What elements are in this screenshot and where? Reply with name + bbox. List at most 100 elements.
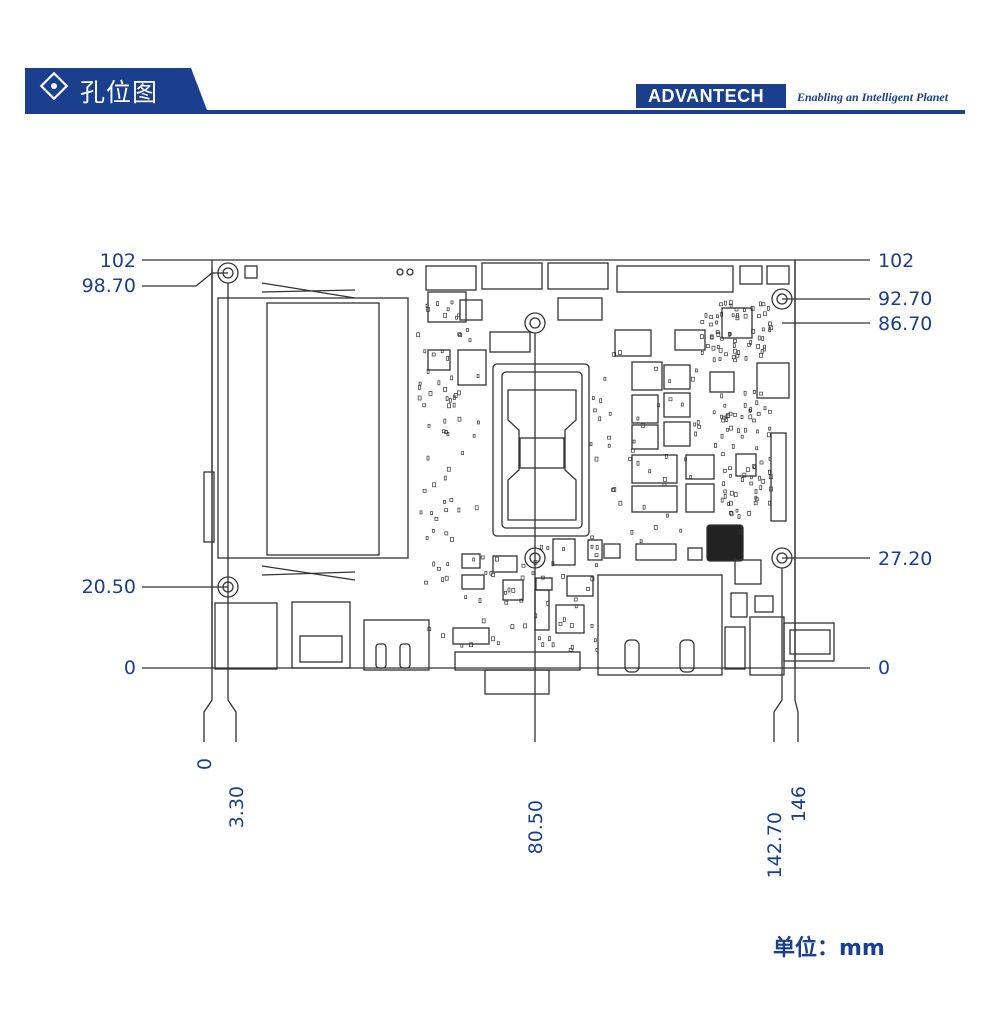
smd-pad (728, 411, 733, 416)
smd-pad (752, 418, 756, 423)
smd-pad (618, 500, 623, 506)
smd-pad (510, 624, 515, 629)
smd-pad (759, 391, 764, 396)
smd-pad (700, 334, 704, 340)
smd-pad (568, 648, 573, 652)
smd-pad (729, 511, 734, 517)
smd-pad (768, 327, 772, 333)
smd-pad (562, 547, 565, 551)
smd-pad (590, 544, 594, 549)
header-tab (25, 68, 207, 110)
smd-pad (432, 482, 436, 488)
smd-pad (446, 307, 450, 312)
smd-pad (752, 390, 756, 394)
smd-pad (716, 344, 720, 349)
smd-pad (684, 457, 687, 462)
smd-pad (457, 390, 461, 396)
smd-pad (595, 545, 599, 550)
smd-pad (757, 314, 761, 318)
smd-pad (598, 416, 602, 422)
smd-pad (714, 443, 717, 448)
smd-pad (425, 303, 429, 308)
smd-pad (733, 339, 737, 343)
smd-pad (441, 577, 444, 582)
smd-pad (521, 563, 526, 568)
smd-pad (735, 315, 740, 321)
smd-pad (464, 595, 467, 600)
smd-pad (443, 418, 447, 424)
smd-pad (540, 575, 545, 580)
smd-pad (425, 536, 429, 540)
smd-pad (726, 427, 729, 432)
smd-pad (720, 414, 723, 419)
smd-pad (450, 375, 453, 381)
smd-pad (422, 488, 427, 493)
smd-pad (531, 571, 535, 576)
smd-pad (593, 638, 597, 643)
smd-pad (729, 510, 733, 515)
smd-pad (722, 415, 726, 420)
smd-pad (448, 397, 452, 403)
smd-pad (768, 456, 772, 461)
smd-pad (732, 343, 736, 348)
smd-pad (666, 513, 669, 518)
smd-pad (749, 475, 753, 480)
smd-pad (662, 482, 667, 487)
smd-pad (443, 313, 447, 318)
smd-pad (758, 475, 761, 481)
smd-pad (507, 587, 511, 593)
brand-slogan: Enabling an Intelligent Planet (797, 90, 949, 104)
smd-pad (752, 464, 757, 469)
brand-logo-box (636, 84, 786, 108)
smd-pad (444, 575, 449, 581)
smd-pad (423, 349, 427, 354)
smd-pad (436, 301, 439, 307)
diamond-icon (39, 71, 69, 101)
smd-pad (761, 478, 766, 484)
smd-pad (737, 428, 740, 434)
smd-pad (426, 455, 430, 461)
smd-pad (744, 427, 747, 433)
smd-pad (740, 415, 744, 419)
smd-pad (478, 598, 482, 603)
smd-pad (491, 573, 495, 577)
smd-pad (469, 642, 473, 648)
smd-pad (755, 400, 759, 406)
smd-pad (546, 546, 550, 550)
smd-pad (735, 508, 739, 513)
smd-pad (728, 300, 733, 306)
smd-pad (712, 357, 716, 363)
smd-pad (747, 511, 752, 516)
smd-pad (484, 570, 488, 575)
smd-pad (737, 514, 741, 519)
smd-pad (444, 508, 449, 513)
smd-pad (720, 393, 724, 399)
dim-left-0: 0 (124, 657, 136, 679)
smd-pad (455, 315, 458, 320)
smd-pad (730, 490, 734, 496)
smd-pad (767, 432, 771, 438)
smd-pad (704, 312, 708, 318)
smd-pad (446, 562, 450, 566)
smd-pad (443, 387, 447, 392)
smd-pad (476, 374, 480, 378)
dim-left-20-50: 20.50 (82, 576, 136, 598)
smd-pad (427, 423, 431, 428)
smd-pad (491, 636, 495, 642)
smd-pad (718, 347, 723, 353)
smd-pad (520, 575, 525, 581)
smd-pad (450, 300, 454, 305)
smd-pad (749, 481, 754, 486)
smd-pad (723, 489, 728, 494)
smd-pad (495, 556, 499, 562)
smd-pad (734, 307, 739, 312)
smd-pad (768, 321, 772, 327)
smd-pad (636, 416, 640, 421)
smd-pad (419, 510, 423, 515)
dim-right-92-70: 92.70 (878, 288, 932, 310)
smd-pad (742, 472, 747, 478)
smd-pad (630, 529, 634, 535)
smd-pad (759, 352, 763, 358)
smd-pad (416, 332, 420, 338)
smd-pad (768, 500, 771, 506)
